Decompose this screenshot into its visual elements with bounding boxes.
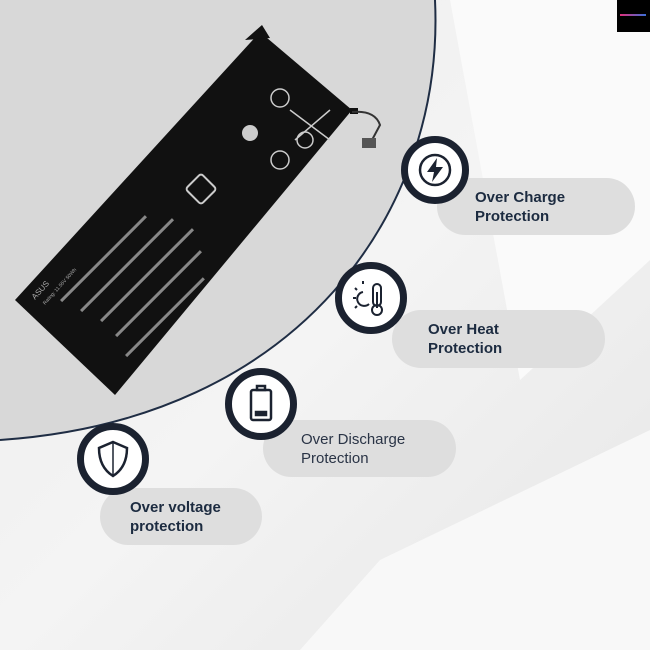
feature-title: Over Heat (428, 321, 499, 338)
arc-line (0, 0, 437, 441)
feature-subtitle: Protection (475, 207, 550, 225)
brand-logo (617, 0, 650, 32)
feature-over-charge: Over Charge Protection (437, 178, 635, 235)
feature-over-discharge: Over Discharge Protection (263, 420, 456, 477)
feature-over-heat: Over Heat Protection (392, 310, 605, 368)
feature-subtitle: protection (130, 517, 204, 535)
feature-subtitle: Protection (301, 449, 369, 467)
thermometer-sun-icon (335, 262, 407, 334)
feature-subtitle: Protection (428, 340, 503, 357)
lightning-icon (401, 136, 469, 204)
battery-low-icon (225, 368, 297, 440)
feature-title: Over Charge (475, 188, 566, 206)
feature-over-voltage: Over voltage protection (100, 488, 262, 545)
battery-image: ASUS Rating: 11.55V 50Wh (15, 25, 382, 395)
feature-title: Over voltage (130, 498, 221, 516)
feature-title: Over Discharge (301, 430, 406, 448)
shield-icon (77, 423, 149, 495)
